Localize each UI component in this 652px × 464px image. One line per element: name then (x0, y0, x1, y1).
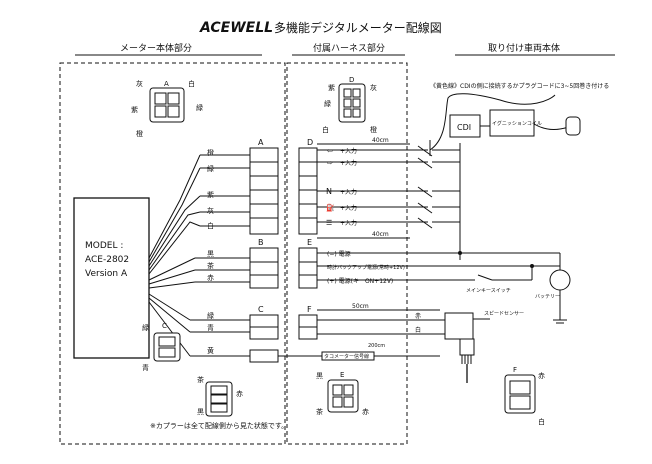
section-vehicle-header: 取り付け車両本体 (488, 42, 560, 54)
power-acc: (+) 電源(キーON+12V) (327, 277, 393, 285)
wire-c2-color: 青 (207, 323, 214, 332)
power-backup: 時計バックアップ電源(常時+12V) (327, 264, 405, 271)
harness-d-strip (298, 147, 318, 235)
right-turn-arrow: ⇨ (327, 159, 333, 167)
hibeam-input: +入力 (340, 219, 357, 227)
battery-label: バッテリー (535, 294, 560, 300)
body-wires (148, 154, 201, 357)
left-turn-arrow: ⇦ (327, 147, 333, 155)
power-ground: (−) 電源 (327, 250, 351, 258)
oil-input: +入力 (340, 204, 357, 212)
dim-50cm: 50cm (352, 303, 369, 310)
pin-a-orange: 橙 (136, 129, 143, 138)
wire-yellow-color: 黄 (207, 346, 214, 355)
connector-b-strip (249, 247, 279, 289)
cdi-label: CDI (457, 123, 471, 132)
pin-f-red: 赤 (538, 372, 545, 380)
pin-a-white: 白 (188, 79, 195, 88)
pin-c-blue: 青 (142, 363, 149, 372)
tacho-signal-label: タコメーター信号線 (324, 353, 369, 360)
wire-a3-color: 紫 (207, 191, 214, 199)
speed-wire-white: 白 (415, 326, 421, 334)
model-version: Version A (85, 269, 128, 279)
harness-e-letter: E (307, 238, 312, 247)
harness-f-letter: F (307, 305, 312, 314)
harness-e-strip (298, 247, 318, 289)
left-turn-input: +入力 (340, 147, 357, 155)
pin-e-brown: 茶 (316, 407, 323, 416)
pin-a-green: 緑 (196, 103, 203, 112)
wire-a4-color: 灰 (207, 206, 214, 215)
neutral-label: N (326, 187, 332, 196)
right-turn-input: +入力 (340, 159, 357, 167)
dim-40cm-top: 40cm (372, 137, 389, 144)
cdi-note: 《黄色線》CDIの側に接続するかプラグコードに3~5回巻き付ける (430, 82, 609, 90)
ignition-coil-label: イグニッションコイル (492, 120, 542, 127)
main-key-switch: メインキースイッチ (466, 288, 511, 294)
pin-e-red: 赤 (362, 408, 369, 416)
wire-c1-color: 緑 (207, 311, 214, 320)
yellow-wire-terminal (249, 349, 279, 363)
section-meter-header: メーター本体部分 (120, 42, 192, 54)
speed-sensor-label: スピードセンサー (484, 311, 524, 317)
plug-cap (565, 116, 581, 136)
speed-wire-red: 赤 (415, 313, 421, 320)
wire-a1-color: 橙 (207, 148, 214, 157)
coupler-e-letter: E (340, 371, 344, 379)
pin-d-green: 緑 (324, 99, 331, 108)
battery-symbol (549, 269, 571, 291)
ignition-coil-box (489, 109, 535, 137)
brand-logo: ACEWELL (199, 20, 273, 36)
harness-d-letter: D (307, 138, 313, 147)
page-title: 多機能デジタルメーター配線図 (274, 20, 442, 35)
pin-a-gray: 灰 (136, 79, 143, 88)
dim-200cm: 200cm (368, 343, 385, 349)
coupler-f-letter: F (513, 366, 517, 374)
pin-e-black: 黒 (316, 372, 323, 380)
meter-body-box (73, 197, 150, 359)
meter-body-frame (59, 62, 286, 445)
pin-a-purple: 紫 (131, 106, 138, 114)
coupler-footnote: ※カプラーは全て配線側から見た状態です。 (150, 421, 288, 430)
conn-a-letter: A (258, 138, 264, 147)
pin-d-purple: 紫 (328, 84, 335, 92)
coupler-a-letter: A (164, 80, 169, 88)
wire-b2-color: 茶 (207, 261, 214, 270)
wire-b3-color: 赤 (207, 274, 214, 282)
pin-b-red: 赤 (236, 390, 243, 398)
conn-b-letter: B (258, 238, 264, 247)
coupler-d-pinview (338, 83, 366, 123)
connector-a-strip (249, 147, 279, 235)
oil-icon: ⛽ (326, 203, 335, 212)
wire-b1-color: 黒 (207, 250, 214, 258)
coupler-d-letter: D (349, 76, 354, 84)
speed-sensor-shaft (459, 338, 475, 356)
pin-d-gray: 灰 (370, 83, 377, 92)
pin-c-green: 緑 (142, 323, 149, 332)
speed-sensor-body (444, 312, 474, 340)
pin-b-black: 黒 (197, 408, 204, 416)
pin-d-white: 白 (322, 125, 329, 134)
conn-c-letter: C (258, 305, 264, 314)
section-harness-header: 付属ハーネス部分 (313, 42, 385, 54)
hibeam-icon: ☰ (326, 219, 332, 227)
model-number: ACE-2802 (85, 255, 129, 265)
model-label: MODEL : (85, 241, 123, 251)
pin-b-brown: 茶 (197, 375, 204, 384)
pin-d-orange: 橙 (370, 125, 377, 134)
coupler-c-letter: C (162, 322, 167, 330)
dim-40cm-bottom: 40cm (372, 231, 389, 238)
pin-f-white: 白 (538, 417, 545, 426)
neutral-input: +入力 (340, 188, 357, 196)
